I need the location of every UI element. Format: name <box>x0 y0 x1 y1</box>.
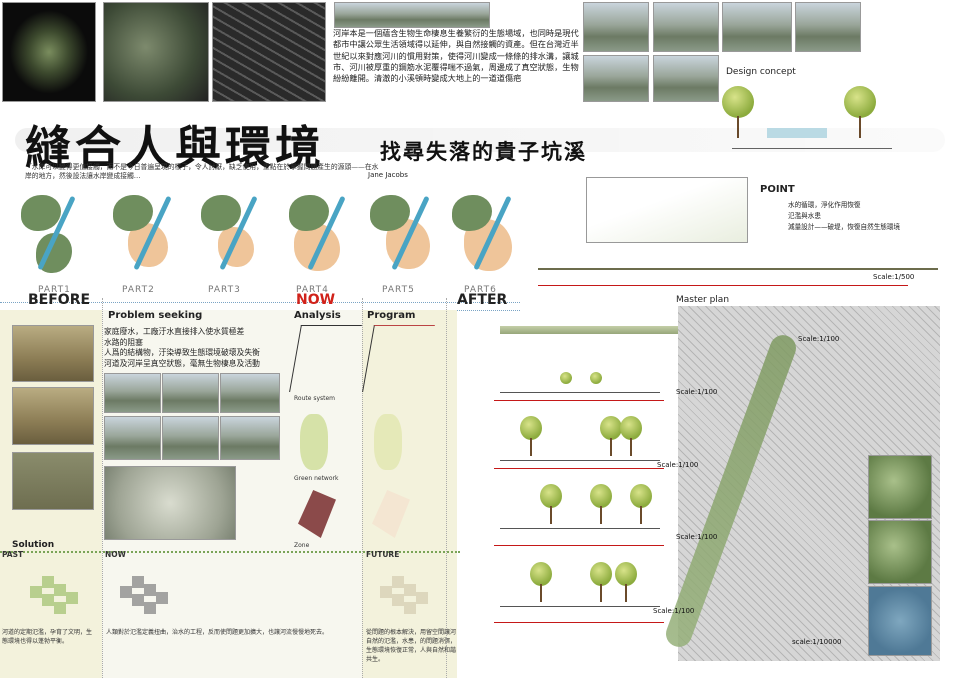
site-panorama-photo <box>334 2 490 28</box>
problem-map <box>104 466 236 540</box>
site-photo-1 <box>583 2 649 52</box>
timeline-after: AFTER <box>457 292 508 308</box>
problem-photo-1 <box>104 373 161 413</box>
point-item: 氾濫與水患 <box>788 212 821 220</box>
future-pixel-diagram <box>370 566 440 616</box>
before-photo-3 <box>12 452 94 510</box>
problem-item: 河道及河岸呈真空狀態，毫無生物棲息及活動 <box>104 358 260 368</box>
before-photo-1 <box>12 325 94 382</box>
analysis-heading: Analysis <box>294 310 341 321</box>
solution-stage-now: NOW <box>105 550 126 559</box>
intro-text: 河岸本是一個蘊含生物生命棲息生養繁衍的生態場域，也同時是現代都市中讓公眾生活領域… <box>333 28 579 84</box>
scale-label-6: Scale:1/100 <box>653 607 695 615</box>
past-pixel-diagram <box>20 566 90 616</box>
section-c <box>500 484 660 529</box>
point-list: 水的循環，淨化作用恢復 氾濫與水患 減量設計——破堤，恢復自然生態環境 <box>788 200 900 233</box>
location-photo-1 <box>868 455 932 519</box>
site-photo-2 <box>653 2 719 52</box>
master-plan-heading: Master plan <box>676 295 730 305</box>
location-photo-3 <box>868 586 932 656</box>
quote-author: Jane Jacobs <box>368 171 408 179</box>
site-photo-4 <box>795 2 861 52</box>
part-label-2: PART2 <box>122 285 155 295</box>
regional-satellite-photo <box>103 2 209 102</box>
scale-label-3: Scale:1/100 <box>676 388 718 396</box>
timeline-now: NOW <box>296 292 336 308</box>
part5-diagram <box>368 183 448 283</box>
part4-diagram <box>284 183 364 283</box>
point-item: 減量設計——破堤，恢復自然生態環境 <box>788 223 901 231</box>
part3-diagram <box>196 183 276 283</box>
route-system-diagram <box>289 325 362 392</box>
part-label-5: PART5 <box>382 285 415 295</box>
part-label-4: PART4 <box>296 285 329 295</box>
site-section-elevation <box>538 262 938 270</box>
program-diagram-2 <box>374 414 402 470</box>
problem-photo-5 <box>162 416 219 460</box>
program-heading: Program <box>367 310 416 321</box>
section-long <box>500 326 690 334</box>
title-brush-stroke <box>15 128 945 152</box>
green-network-diagram <box>300 414 328 470</box>
site-photo-6 <box>653 55 719 102</box>
scale-label-4: Scale:1/100 <box>657 461 699 469</box>
now-pixel-diagram <box>110 566 180 616</box>
problem-heading: Problem seeking <box>108 310 203 321</box>
program-panel <box>362 310 457 678</box>
problem-item: 水路的阻塞 <box>104 337 143 347</box>
quote-text: 「水岸可以變得更值接觸，而不是今日普遍呈現的樣子，令人討厭，缺乏使用，重點在於掌… <box>25 163 379 180</box>
analysis-label-route: Route system <box>294 395 336 402</box>
part-label-6: PART6 <box>464 285 497 295</box>
solution-stage-past: PAST <box>2 550 24 559</box>
page-subtitle: 找尋失落的貴子坑溪 <box>380 139 587 164</box>
location-photo-2 <box>868 520 932 584</box>
part6-diagram <box>450 183 530 283</box>
problem-photo-2 <box>162 373 219 413</box>
scale-label-5: Scale:1/100 <box>676 533 718 541</box>
part2-diagram <box>108 183 188 283</box>
section-a <box>500 366 660 393</box>
site-map-photo <box>212 2 326 102</box>
problem-item: 家庭廢水，工廠汙水直接排入使水質極差 <box>104 327 245 336</box>
site-photo-3 <box>722 2 792 52</box>
point-heading: POINT <box>760 184 795 195</box>
solution-text-past: 河道的定期氾濫，孕育了文明，生態環境也得以蓬勃平衡。 <box>2 629 93 645</box>
section-d <box>500 562 660 607</box>
site-photo-5 <box>583 55 649 102</box>
before-photo-2 <box>12 387 94 445</box>
scale-label-1: Scale:1/500 <box>873 273 915 281</box>
solution-stage-future: FUTURE <box>366 550 400 559</box>
problem-list: 家庭廢水，工廠汙水直接排入使水質極差 水路的阻塞 人爲的結構物，汙染導致生態環境… <box>104 327 260 369</box>
scale-label-7: scale:1/10000 <box>792 638 842 646</box>
problem-photo-3 <box>220 373 280 413</box>
taiwan-satellite-photo <box>2 2 96 102</box>
design-concept-sketch <box>712 80 942 160</box>
timeline-before: BEFORE <box>28 292 91 308</box>
program-diagram-1 <box>362 325 435 392</box>
part-label-3: PART3 <box>208 285 241 295</box>
solution-text-future: 從問題的根本解決，用留空間讓河自然的氾濫，水患，的問題消弭，生態環境恢復正常，人… <box>366 629 457 663</box>
point-item: 水的循環，淨化作用恢復 <box>788 201 861 209</box>
scale-label-2: Scale:1/100 <box>798 335 840 343</box>
problem-photo-6 <box>220 416 280 460</box>
problem-photo-4 <box>104 416 161 460</box>
page-title: 縫合人與環境 <box>25 121 325 175</box>
part1-diagram <box>16 183 96 283</box>
part-label-1: PART1 <box>38 285 71 295</box>
solution-heading: Solution <box>12 540 55 550</box>
analysis-label-zone: Zone <box>294 542 310 549</box>
section-b <box>500 416 660 461</box>
analysis-label-green: Green network <box>294 475 339 482</box>
planting-detail-sketch <box>586 177 748 243</box>
solution-text-now: 人類對於氾濫定義扭曲，治水的工程，反而使問題更加擴大，也讓河流慢慢地死去。 <box>106 629 329 636</box>
problem-item: 人爲的結構物，汙染導致生態環境破壞及失衡 <box>104 348 260 357</box>
design-concept-heading: Design concept <box>726 67 796 77</box>
